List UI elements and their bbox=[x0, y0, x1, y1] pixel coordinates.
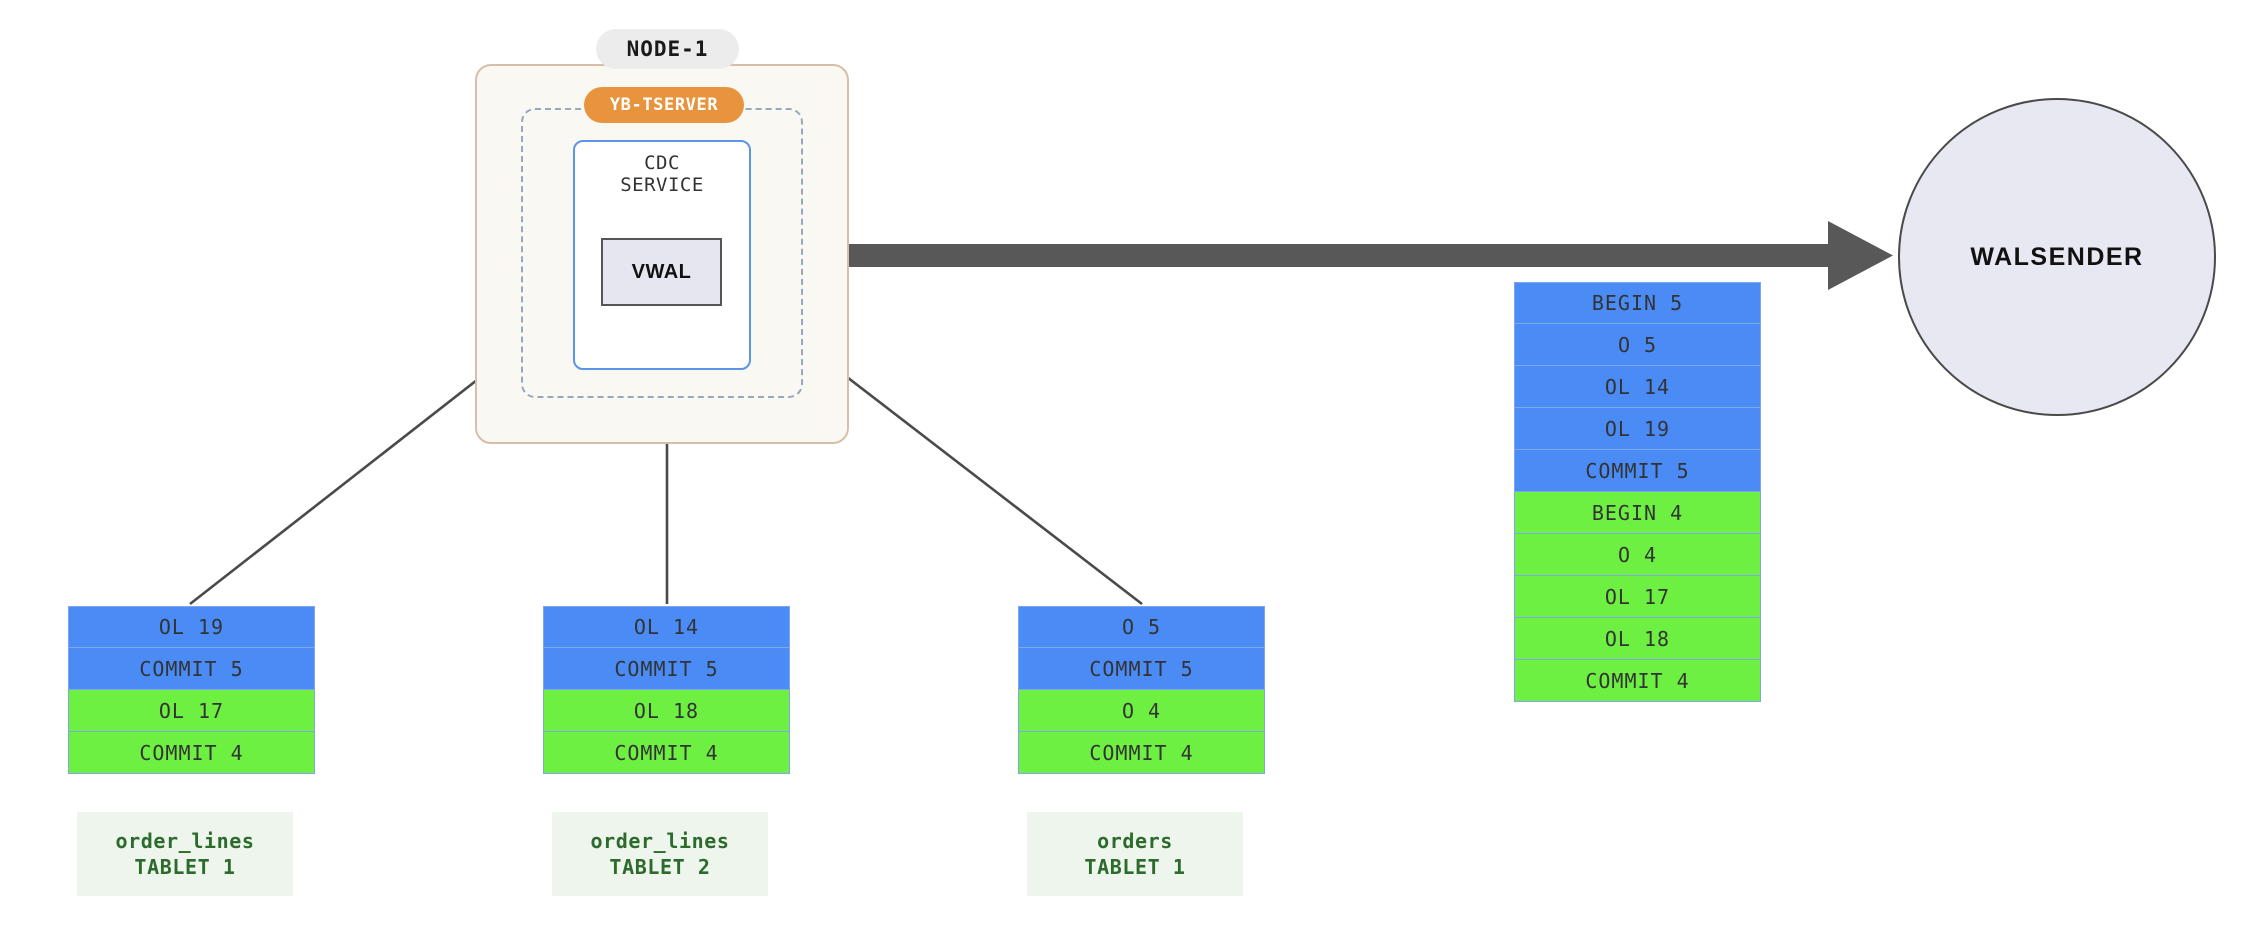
tablet-2-record: O 5 bbox=[1018, 606, 1265, 648]
tablet-1-record: COMMIT 4 bbox=[543, 732, 790, 774]
tablet-2-record: COMMIT 4 bbox=[1018, 732, 1265, 774]
tablet-0-record: OL 19 bbox=[68, 606, 315, 648]
tablet-table-name: order_lines bbox=[590, 829, 730, 853]
vwal-output-record: OL 18 bbox=[1514, 618, 1761, 660]
walsender-label: WALSENDER bbox=[1970, 242, 2144, 271]
tablet-table-name: orders bbox=[1097, 829, 1173, 853]
vwal-output-record: BEGIN 4 bbox=[1514, 492, 1761, 534]
vwal-output-record: COMMIT 5 bbox=[1514, 450, 1761, 492]
vwal-output-record: O 5 bbox=[1514, 324, 1761, 366]
tablet-name: TABLET 1 bbox=[1084, 855, 1186, 879]
tablet-1-record: OL 18 bbox=[543, 690, 790, 732]
cdc-service-label-line1: CDC bbox=[644, 152, 680, 174]
tablet-table-name: order_lines bbox=[115, 829, 255, 853]
arrow-cdc-to-walsender bbox=[849, 221, 1893, 290]
tablet-label-0: order_lines TABLET 1 bbox=[77, 812, 293, 896]
walsender-node: WALSENDER bbox=[1898, 98, 2216, 416]
tablet-label-1: order_lines TABLET 2 bbox=[552, 812, 768, 896]
tablet-0-record: COMMIT 4 bbox=[68, 732, 315, 774]
vwal-output-record: OL 19 bbox=[1514, 408, 1761, 450]
tablet-name: TABLET 1 bbox=[134, 855, 236, 879]
tablet-label-2: orders TABLET 1 bbox=[1027, 812, 1243, 896]
tablet-0-record: OL 17 bbox=[68, 690, 315, 732]
vwal-output-record: OL 14 bbox=[1514, 366, 1761, 408]
cdc-service-label-line2: SERVICE bbox=[620, 174, 704, 197]
node-badge: NODE-1 bbox=[596, 29, 739, 69]
tablet-2-record: O 4 bbox=[1018, 690, 1265, 732]
vwal-output-record: BEGIN 5 bbox=[1514, 282, 1761, 324]
tablet-0-record: COMMIT 5 bbox=[68, 648, 315, 690]
cdc-service-label: CDC SERVICE bbox=[573, 152, 751, 197]
vwal-output-record: O 4 bbox=[1514, 534, 1761, 576]
tablet-1-record: OL 14 bbox=[543, 606, 790, 648]
tablet-2-record: COMMIT 5 bbox=[1018, 648, 1265, 690]
tablet-1-record: COMMIT 5 bbox=[543, 648, 790, 690]
vwal-output-record: COMMIT 4 bbox=[1514, 660, 1761, 702]
vwal-box: VWAL bbox=[601, 238, 722, 306]
yb-tserver-badge: YB-TSERVER bbox=[584, 87, 744, 123]
vwal-output-record: OL 17 bbox=[1514, 576, 1761, 618]
tablet-name: TABLET 2 bbox=[609, 855, 711, 879]
vwal-label: VWAL bbox=[631, 260, 692, 283]
